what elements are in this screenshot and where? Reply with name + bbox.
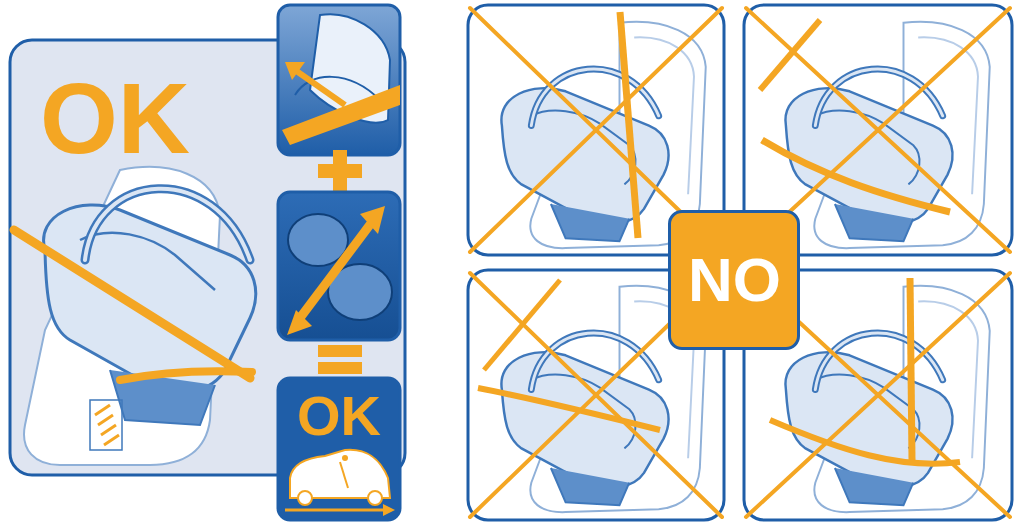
result-box (278, 378, 400, 520)
belt-guide-icon (282, 14, 400, 145)
equals-symbol (318, 345, 362, 374)
node-label: NO (688, 249, 781, 311)
result-box: OK (278, 378, 400, 520)
step-box (278, 5, 400, 155)
ok-panel: OK OK (10, 40, 405, 475)
wrong-install-panels (468, 5, 1012, 520)
no-box: NO (668, 210, 800, 350)
car-icon (285, 450, 395, 516)
node-label: OK (40, 68, 190, 168)
plus-symbol (318, 150, 362, 192)
node-label: OK (297, 388, 381, 444)
step-box (278, 192, 400, 340)
correct-install-seat (14, 167, 256, 465)
tighten-icon (287, 206, 392, 335)
